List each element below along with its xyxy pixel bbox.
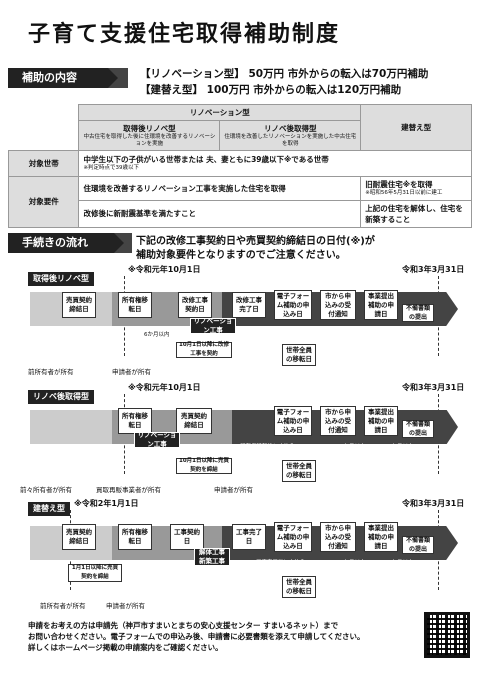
flow3-note-jan1: 1月1日以降に売買契約を締結	[68, 564, 122, 582]
requirement-seismic: 改修後に新耐震基準を満たすこと	[78, 199, 362, 228]
flow1-note-1month-b: 1か月以内	[388, 328, 414, 334]
flow3-subsidy-request: 事業提出補助の申請日	[364, 522, 398, 552]
procedure-section-tag: 手続きの流れ	[8, 233, 124, 253]
flow2-household-move: 世帯全員の移転日	[282, 460, 316, 482]
eligibility-table: リノベーション型 建替え型 取得後リノベ型中古住宅を取得した後に住環境を改善する…	[7, 104, 472, 228]
flow2-tag: リノベ後取得型	[28, 390, 94, 404]
flow2-owner-reseller: 買取再販事業者が所有	[96, 486, 161, 494]
footer-notice: 申請をお考えの方は申請先（神戸市すまいとまちの安心支援センター すまいるネット）…	[28, 621, 365, 652]
aid-line-rebuild: 【建替え型】 100万円 市外からの転入は120万円補助	[140, 84, 402, 96]
flow3-note-after-complete: 工事完了後に申込み	[256, 560, 306, 566]
flow1-owner-prev: 前所有者が所有	[28, 368, 74, 376]
flow2-acceptance: 市から申込みの受付通知	[320, 406, 356, 436]
flow3-work-contract: 工事契約日	[170, 524, 204, 550]
flow2-start-date: ※令和元年10月1日	[128, 383, 201, 392]
flow2-renovation-work: リノベーション工事	[134, 431, 180, 448]
flow2-ownership-transfer: 所有権移転日	[118, 408, 152, 434]
flow3-end-date: 令和3年3月31日	[402, 499, 465, 508]
flow2-missing-docs: 不備書類の提出	[402, 420, 434, 438]
flow2-owner-applicant: 申請者が所有	[214, 486, 253, 494]
flow3-ownership-transfer: 所有権移転日	[118, 524, 152, 550]
flow1-note-1month-a: 1か月以内	[340, 328, 366, 334]
flow2-application: 電子フォーム補助の申込み日	[274, 406, 312, 436]
flow1-owner-applicant: 申請者が所有	[112, 368, 151, 376]
flow1-note-6months: 6か月以内	[144, 332, 170, 338]
flow1-purchase-contract: 売買契約締結日	[62, 292, 96, 318]
flow1-start-date: ※令和元年10月1日	[128, 265, 201, 274]
procedure-section-bar: 手続きの流れ	[8, 233, 132, 253]
flow2-end-date: 令和3年3月31日	[402, 383, 465, 392]
flow3-demolish-build: 解体工事新築工事	[194, 548, 230, 566]
aid-line-renovation: 【リノベーション型】 50万円 市外からの転入は70万円補助	[140, 68, 429, 80]
flow2-purchase-contract: 売買契約締結日	[176, 408, 212, 434]
flow3-purchase-contract: 売買契約締結日	[62, 524, 96, 550]
flow1-work-contract: 改修工事契約日	[178, 292, 212, 318]
flow2-subsidy-request: 事業提出補助の申請日	[364, 406, 398, 436]
renovation-header: リノベーション型	[78, 104, 362, 121]
rebuild-header: 建替え型	[360, 104, 472, 151]
aid-section-tag: 補助の内容	[8, 68, 118, 88]
row-requirements-head: 対象要件	[7, 175, 80, 228]
flow1-note-after-complete: 工事完了後に申込み	[256, 328, 306, 334]
page-title: 子育て支援住宅取得補助制度	[28, 22, 341, 47]
aid-section-bar: 補助の内容	[8, 68, 128, 88]
flow2-owner-prev2: 前々所有者が所有	[20, 486, 72, 494]
flow3-note-1month-a: 1か月以内	[340, 560, 366, 566]
flow2-note-1month-a: 1か月以内	[340, 444, 366, 450]
row-target-household-head: 対象世帯	[7, 149, 80, 177]
flow3-start-date: ※令和2年1月1日	[74, 499, 139, 508]
flow3-note-period: 事業期間中に申請	[336, 574, 381, 580]
flow1-tag: 取得後リノベ型	[28, 272, 94, 286]
flow2-note-oct1: 10月1日以降に売買契約を締結	[176, 458, 232, 474]
requirement-demolish: 上記の住宅を解体し、住宅を新築すること	[360, 199, 472, 228]
requirement-old-house: 旧耐震住宅※を取得※昭和56年5月31日以前に建工	[360, 175, 472, 201]
row-target-household: 中学生以下の子供がいる世帯または 夫、妻ともに39歳以下※である世帯※判定時点で…	[78, 149, 472, 177]
flow1-work-complete: 改修工事完了日	[232, 292, 266, 318]
flow1-renovation-work: リノベーション工事	[190, 317, 236, 334]
procedure-intro: 下記の改修工事契約日や売買契約締結日の日付(※)が補助対象要件となりますのでご注…	[136, 236, 375, 261]
requirement-renovation: 住環境を改善するリノベーション工事を実施した住宅を取得	[78, 175, 362, 201]
flow2-note-after-transfer: 所有権移転後に申込み	[240, 444, 296, 450]
flow2-note-period: 事業期間中に申請	[336, 458, 381, 464]
flow3-application: 電子フォーム補助の申込み日	[274, 522, 312, 552]
flow1-subsidy-request: 事業提出補助の申請日	[364, 290, 398, 320]
col-before-acquire: リノベ後取得型住環境を改善したリノベーションを実施した中古住宅を取得	[219, 120, 362, 151]
flow3-household-move: 世帯全員の移転日	[282, 576, 316, 598]
flow1-ownership-transfer: 所有権移転日	[118, 292, 152, 318]
flow3-work-complete: 工事完了日	[232, 524, 266, 550]
flow1-end-date: 令和3年3月31日	[402, 265, 465, 274]
flow1-household-move: 世帯全員の移転日	[282, 344, 316, 366]
flow3-note-1month-b: 1か月以内	[388, 560, 414, 566]
flow1-application: 電子フォーム補助の申込み日	[274, 290, 312, 320]
flow1-missing-docs: 不備書類の提出	[402, 304, 434, 322]
flow3-owner-prev: 前所有者が所有	[40, 602, 86, 610]
flow3-owner-applicant: 申請者が所有	[106, 602, 145, 610]
flow1-note-oct1: 10月1日以降に改修工事を契約	[176, 342, 232, 358]
flow1-note-period: 事業期間中に申請	[336, 342, 381, 348]
flow1-acceptance: 市から申込みの受付通知	[320, 290, 356, 320]
flow2-note-1month-b: 1か月以内	[388, 444, 414, 450]
flow3-tag: 建替え型	[28, 502, 70, 516]
flow3-acceptance: 市から申込みの受付通知	[320, 522, 356, 552]
qr-code-icon[interactable]	[424, 612, 470, 658]
col-after-acquire: 取得後リノベ型中古住宅を取得した後に住環境を改善するリノベーションを実施	[78, 120, 221, 151]
flow3-missing-docs: 不備書類の提出	[402, 536, 434, 554]
